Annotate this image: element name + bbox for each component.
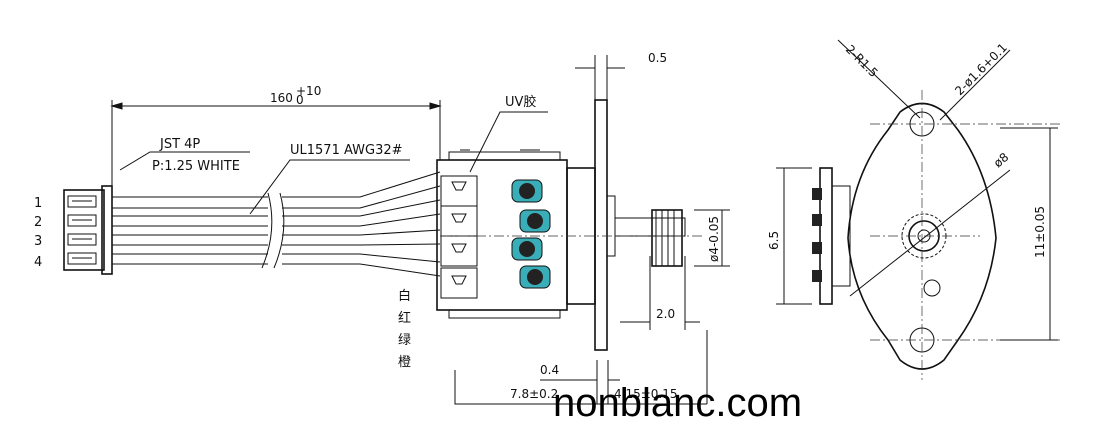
flange-height-dim: 11±0.05 xyxy=(1033,206,1047,258)
wire-color-red: 红 xyxy=(398,310,411,326)
glue-label: UV胶 xyxy=(505,94,536,110)
wire-spec-label: UL1571 AWG32# xyxy=(290,143,403,158)
connector-label: JST 4P xyxy=(159,137,200,152)
shaft-dia-dim: ø4-0.05 xyxy=(707,216,721,262)
wire-color-green: 绿 xyxy=(398,333,411,348)
gap-dim: 0.4 xyxy=(540,363,559,377)
motor-end-view xyxy=(812,90,1060,380)
motor-dia-dim: ø8 xyxy=(991,150,1011,170)
jst-connector xyxy=(63,185,113,275)
ear-radius-dim: 2-R1.5 xyxy=(843,42,881,80)
body-width-dim: 7.8±0.2 xyxy=(510,387,558,401)
cable-length-dim: 160 xyxy=(270,91,293,105)
motor-side-view xyxy=(436,99,705,351)
plate-thickness-dim: 0.5 xyxy=(648,51,667,65)
pin-number-4: 4 xyxy=(34,255,42,270)
shaft-exposed-dim: 4.15±0.15 xyxy=(614,387,678,401)
dimension-lines-end xyxy=(776,39,1058,341)
dimension-lines-side xyxy=(110,55,730,405)
wire-bundle xyxy=(112,171,441,277)
wire-color-orange: 橙 xyxy=(398,355,411,370)
pin-number-3: 3 xyxy=(34,234,42,249)
cable-length-tol-upper: +10 xyxy=(296,84,321,98)
pin-pitch-dim: 6.5 xyxy=(767,231,781,250)
cable-length-tol-lower: 0 xyxy=(296,93,304,107)
gear-width-dim: 2.0 xyxy=(656,307,675,321)
hole-dia-dim: 2-ø1.6+0.1 xyxy=(952,40,1010,98)
solder-terminals xyxy=(511,179,551,289)
pin-number-2: 2 xyxy=(34,215,42,230)
connector-spec-label: P:1.25 WHITE xyxy=(152,159,240,174)
pin-number-1: 1 xyxy=(34,196,42,211)
wire-color-white: 白 xyxy=(398,288,411,304)
watermark-text: nonblanc.com xyxy=(553,381,802,425)
